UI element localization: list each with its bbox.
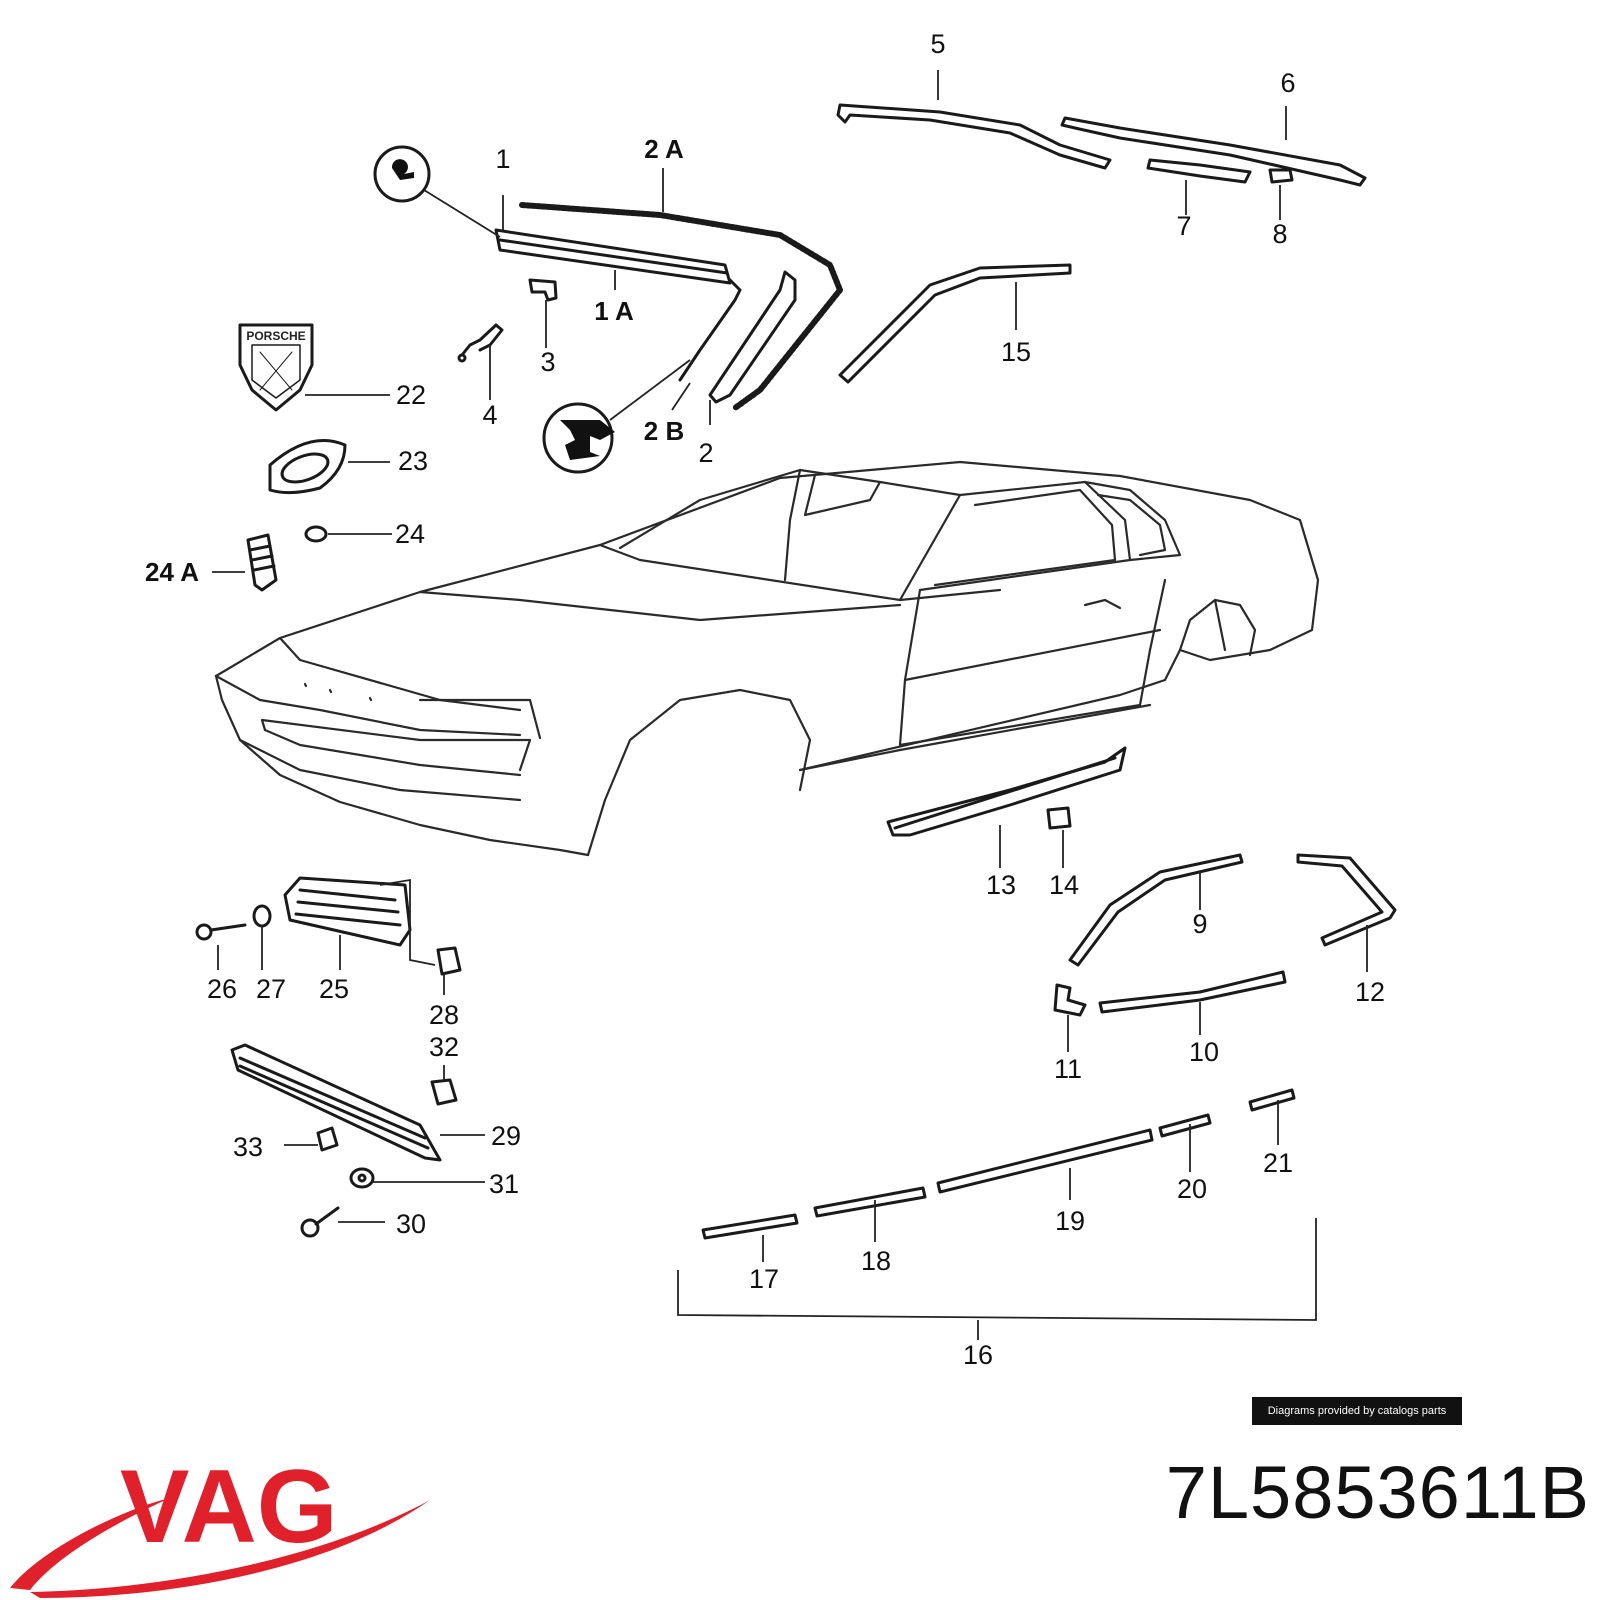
washer-part-27 [252,904,272,928]
clip-part-14 [1046,806,1072,830]
callout-11: 11 [1054,1054,1082,1084]
callout-15: 15 [1001,337,1031,367]
callout-2: 2 [698,438,713,468]
leader-lines [212,70,1368,1262]
callout-33: 33 [233,1132,263,1162]
corner-piece-part-11 [1053,983,1087,1017]
fastener-part-24a [246,533,278,592]
callout-31: 31 [489,1169,519,1199]
gasket-part-23 [268,439,347,495]
callout-9: 9 [1192,909,1207,939]
callout-24a: 24 A [145,557,199,587]
callout-17: 17 [749,1264,779,1294]
callout-3: 3 [540,347,555,377]
callout-13: 13 [986,870,1016,900]
callout-6: 6 [1280,68,1295,98]
callout-29: 29 [491,1121,521,1151]
callout-20: 20 [1177,1174,1207,1204]
side-strip-part-17 [701,1213,799,1240]
callout-26: 26 [207,974,237,1004]
spacer-part-33 [316,1126,339,1152]
crest-lettering: PORSCHE [246,329,305,343]
clip-part-28 [436,946,462,976]
vag-logo-text: VAG [120,1449,338,1565]
grille-strip-part-29 [230,1043,442,1162]
part-number: 7L5853611B [1165,1451,1590,1534]
window-key-detail-icon [373,145,431,203]
callout-14: 14 [1049,870,1079,900]
clip-part-3 [528,278,558,302]
callout-2b: 2 B [644,416,684,446]
side-strip-part-21 [1248,1088,1296,1112]
callout-23: 23 [398,446,428,476]
trim-part-7 [1146,158,1252,184]
callout-28: 28 [429,1000,459,1030]
screw-part-30 [300,1206,340,1238]
spring-part-4 [457,323,504,363]
vag-logo: VAG [10,1449,430,1598]
car-body-drawing [214,460,1320,857]
callout-10: 10 [1189,1037,1219,1067]
callout-2a: 2 A [644,134,684,164]
side-strip-part-19 [936,1128,1154,1194]
sill-trim-part-13 [886,746,1127,837]
callout-32: 32 [429,1032,459,1062]
callout-18: 18 [861,1246,891,1276]
callout-22: 22 [396,380,426,410]
screw-part-26 [195,923,247,941]
washer-part-31 [349,1167,375,1189]
callout-21: 21 [1263,1148,1293,1178]
seal-part-1 [494,228,732,285]
callout-7: 7 [1176,211,1191,241]
door-trim-part-9 [1068,853,1244,967]
porsche-crest-part-22: PORSCHE [238,323,314,412]
door-trim-part-12 [1296,853,1397,947]
clip-part-32 [430,1078,458,1106]
callout-1a: 1 A [594,296,634,326]
side-strip-part-18 [813,1186,927,1218]
trim-part-15 [838,263,1072,384]
door-trim-part-10 [1098,970,1287,1014]
credit-label: Diagrams provided by catalogs parts [1252,1397,1462,1425]
callout-30: 30 [396,1209,426,1239]
callout-4: 4 [482,400,497,430]
callout-27: 27 [256,974,286,1004]
grommet-part-24 [304,525,328,543]
clip-part-8 [1268,168,1294,184]
seal-part-2 [708,270,797,404]
logo-swoosh [10,1498,170,1590]
callout-5: 5 [930,29,945,59]
callout-16: 16 [963,1340,993,1370]
callout-25: 25 [319,974,349,1004]
grille-part-25 [283,876,412,947]
logo-swoosh-lower [30,1500,430,1598]
roof-trim-part-6 [1060,116,1367,187]
callout-19: 19 [1055,1206,1085,1236]
callout-8: 8 [1272,219,1287,249]
seal-profile-detail-icon [542,402,615,474]
callout-1: 1 [495,144,510,174]
side-strip-part-20 [1158,1113,1212,1138]
callout-24: 24 [395,519,425,549]
seal-part-2a [519,202,843,411]
roof-trim-part-5 [836,103,1112,170]
group-bracket-16 [677,1218,1317,1321]
seal-part-2b [678,278,742,382]
callout-12: 12 [1355,977,1385,1007]
